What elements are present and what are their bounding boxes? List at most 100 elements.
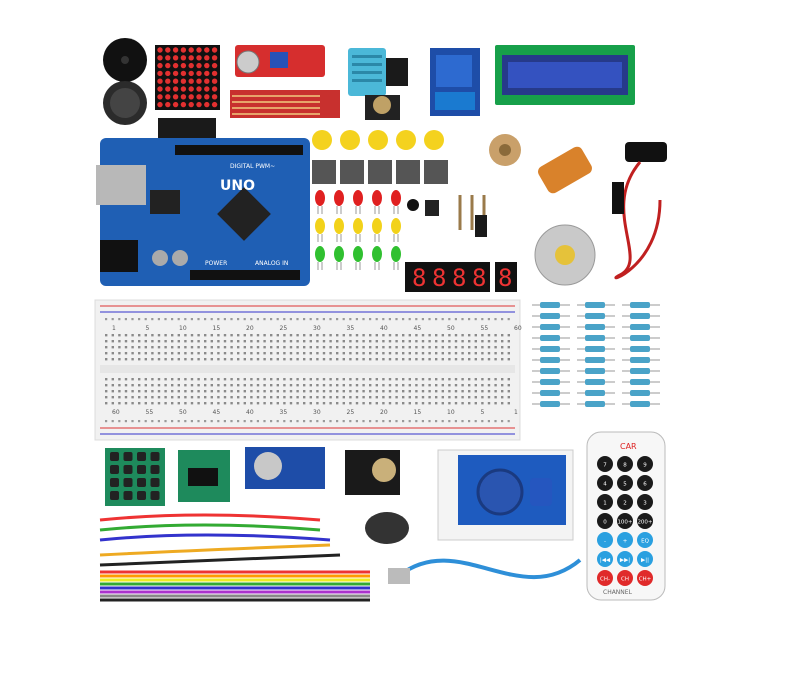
breadboard-column-number: 35 (347, 325, 355, 332)
joystick-module (345, 450, 409, 544)
svg-text:3: 3 (643, 501, 647, 507)
led (334, 218, 344, 242)
stepper-motor (534, 224, 596, 286)
breadboard-column-number: 30 (313, 325, 321, 332)
potentiometer (489, 134, 521, 166)
resistor (622, 390, 660, 396)
led (353, 246, 363, 270)
svg-text:5: 5 (623, 482, 627, 488)
remote-key: + (617, 532, 633, 548)
breadboard-holes (105, 318, 510, 423)
svg-text:8: 8 (623, 463, 627, 469)
resistor (577, 335, 615, 341)
remote-key: 4 (597, 475, 613, 491)
resistor (577, 302, 615, 308)
seven-segment-display: 8 8 8 8 8 (405, 262, 517, 292)
resistor (622, 313, 660, 319)
keypad-key (137, 452, 146, 461)
relay-module (430, 48, 480, 116)
keypad-key (123, 465, 133, 474)
servo-motor (538, 146, 592, 194)
remote-key: 6 (637, 475, 653, 491)
remote-key: 8 (617, 456, 633, 472)
led (391, 246, 401, 270)
resistor (622, 324, 660, 330)
svg-text:+: + (623, 539, 628, 545)
breadboard-column-number: 45 (414, 325, 422, 332)
breadboard-column-number: 5 (481, 409, 485, 416)
breadboard-column-number: 10 (447, 409, 455, 416)
buzzer-top (103, 38, 147, 82)
svg-text:4: 4 (603, 482, 607, 488)
resistor (577, 313, 615, 319)
water-level-sensor (230, 90, 340, 118)
remote-key: 200+ (637, 513, 653, 529)
breadboard-column-number: 30 (313, 409, 321, 416)
display-digit-3: 8 (452, 264, 466, 292)
capacitors (475, 215, 487, 237)
keypad-key (110, 452, 119, 461)
remote-key: 9 (637, 456, 653, 472)
remote-key: CH- (597, 570, 613, 586)
remote-key: 5 (617, 475, 633, 491)
resistor (577, 379, 615, 385)
remote-key: - (597, 532, 613, 548)
remote-key: 100+ (617, 513, 633, 529)
resistor (622, 379, 660, 385)
rotary-encoder (365, 95, 400, 120)
breadboard-column-number: 20 (380, 409, 388, 416)
keypad-key (110, 478, 119, 487)
svg-text:9: 9 (643, 463, 647, 469)
resistor (532, 368, 570, 374)
resistor (577, 357, 615, 363)
svg-text:CH: CH (621, 577, 629, 583)
button-caps (312, 130, 444, 150)
remote-key: ▶|| (637, 551, 653, 567)
keypad-key (150, 465, 160, 474)
keypad-key (150, 478, 160, 487)
buzzer-bottom (103, 81, 147, 125)
breadboard-column-number: 10 (179, 325, 187, 332)
breadboard-column-number: 55 (481, 325, 489, 332)
resistor (577, 346, 615, 352)
keypad-key (150, 491, 160, 500)
svg-text:100+: 100+ (617, 520, 632, 526)
keypad-key (110, 465, 119, 474)
keypad-key (123, 452, 133, 461)
svg-text:-: - (604, 539, 606, 545)
keypad-key (123, 478, 133, 487)
breadboard-column-number: 40 (246, 409, 254, 416)
breadboard-column-number: 60 (112, 409, 120, 416)
breadboard-column-number: 45 (213, 409, 221, 416)
svg-text:|◀◀: |◀◀ (600, 558, 611, 564)
remote-key: 1 (597, 494, 613, 510)
display-single-digit: 8 (498, 264, 512, 292)
led (372, 246, 382, 270)
remote-key: 0 (597, 513, 613, 529)
breadboard-column-number: 5 (146, 325, 150, 332)
resistor (532, 313, 570, 319)
lcd-1602-display (495, 45, 635, 105)
svg-text:1: 1 (603, 501, 607, 507)
breadboard-column-number: 15 (213, 325, 221, 332)
breadboard-column-number: 15 (414, 409, 422, 416)
keypad-key (137, 465, 146, 474)
resistor (622, 368, 660, 374)
dht11-sensor (348, 48, 408, 96)
display-digit-1: 8 (412, 264, 426, 292)
svg-text:7: 7 (603, 463, 607, 469)
board-analog-label: ANALOG IN (255, 260, 288, 267)
uno-board: UNO DIGITAL PWM~ POWER ANALOG IN (96, 138, 310, 286)
rfid-module (437, 449, 574, 541)
remote-key: |◀◀ (597, 551, 613, 567)
led (353, 190, 363, 214)
resistor (532, 324, 570, 330)
led (391, 218, 401, 242)
remote-key: 2 (617, 494, 633, 510)
svg-text:▶▶|: ▶▶| (620, 558, 630, 564)
svg-text:2: 2 (623, 501, 627, 507)
resistor (532, 379, 570, 385)
